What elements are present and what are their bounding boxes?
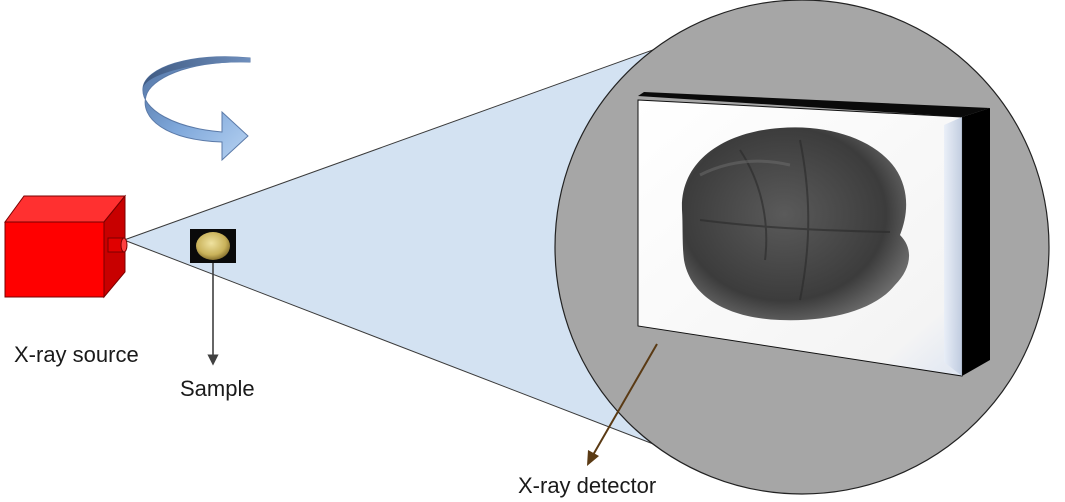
xray-detector-label: X-ray detector: [518, 473, 656, 498]
beam-edge-top: [123, 32, 701, 241]
radiograph-image: [681, 127, 910, 321]
xray-source-label: X-ray source: [14, 342, 139, 367]
rotation-arrow-icon: [142, 56, 251, 162]
xray-beam: [124, 33, 700, 462]
xray-source: [4, 194, 128, 299]
beam-edge-bottom: [123, 239, 701, 463]
sample-label: Sample: [180, 376, 255, 401]
detector-pointer: [587, 343, 658, 466]
sample-image: [190, 229, 236, 263]
